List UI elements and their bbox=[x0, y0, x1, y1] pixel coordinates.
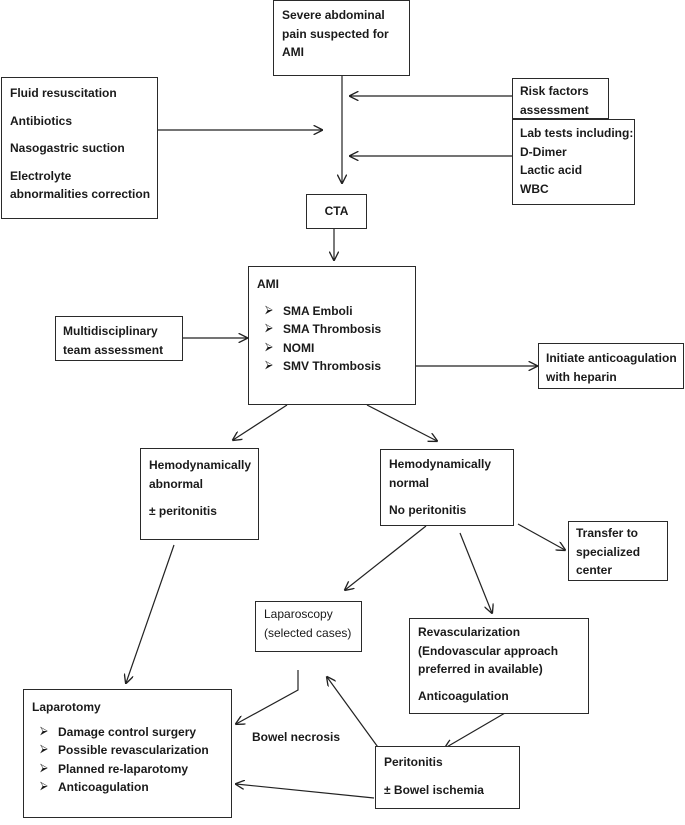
ami-subtype-item: SMA Emboli bbox=[257, 302, 407, 321]
normal-line: Hemodynamically bbox=[389, 457, 492, 471]
hemodynamically-abnormal-box: Hemodynamically abnormal ± peritonitis bbox=[140, 448, 259, 540]
laparotomy-item: Anticoagulation bbox=[32, 778, 223, 797]
lab-line: WBC bbox=[520, 181, 549, 196]
normal-line: normal bbox=[389, 475, 430, 490]
arrow-peritonitis-to-laparotomy bbox=[236, 784, 375, 799]
supportive-item: Electrolyte bbox=[10, 168, 72, 183]
supportive-care-box: Fluid resuscitation Antibiotics Nasogast… bbox=[1, 77, 158, 219]
arrow-peritonitis-to-laparoscopy bbox=[327, 677, 381, 751]
cta-box: CTA bbox=[306, 194, 367, 229]
supportive-item: Fluid resuscitation bbox=[10, 86, 117, 100]
peritonitis-line: ± Bowel ischemia bbox=[384, 782, 484, 797]
risk-line: assessment bbox=[520, 102, 589, 117]
revascularization-box: Revascularization (Endovascular approach… bbox=[409, 618, 589, 714]
anticoagulation-box: Initiate anticoagulation with heparin bbox=[538, 343, 684, 389]
transfer-box: Transfer to specialized center bbox=[568, 521, 668, 581]
risk-line: Risk factors bbox=[520, 84, 589, 98]
risk-factors-box: Risk factors assessment bbox=[512, 78, 609, 119]
arrow-laparoscopy-to-laparotomy bbox=[236, 670, 299, 724]
revasc-line: (Endovascular approach bbox=[418, 643, 559, 658]
start-line: pain suspected for bbox=[282, 26, 389, 41]
laparotomy-item: Damage control surgery bbox=[32, 723, 223, 742]
cta-label: CTA bbox=[324, 204, 349, 218]
lab-tests-box: Lab tests including: D-Dimer Lactic acid… bbox=[512, 119, 635, 205]
laparotomy-item: Possible revascularization bbox=[32, 741, 223, 760]
ami-title: AMI bbox=[257, 277, 279, 291]
ami-subtype-item: SMV Thrombosis bbox=[257, 357, 407, 376]
arrow-normal-to-transfer bbox=[517, 523, 565, 550]
start-box: Severe abdominal pain suspected for AMI bbox=[273, 0, 410, 76]
arrow-ami-to-normal bbox=[366, 404, 437, 441]
peritonitis-line: Peritonitis bbox=[384, 755, 443, 769]
arrow-revasc-to-peritonitis bbox=[445, 712, 506, 748]
ami-box: AMI SMA Emboli SMA Thrombosis NOMI SMV T… bbox=[248, 266, 416, 405]
laparoscopy-line: Laparoscopy bbox=[264, 607, 333, 621]
anticoag-line: Initiate anticoagulation bbox=[546, 351, 677, 365]
laparotomy-item: Planned re-laparotomy bbox=[32, 760, 223, 779]
mdt-box: Multidisciplinary team assessment bbox=[55, 316, 183, 361]
anticoag-line: with heparin bbox=[546, 369, 617, 384]
arrow-ami-to-abnormal bbox=[233, 404, 288, 440]
laparotomy-title: Laparotomy bbox=[32, 700, 101, 714]
start-line: AMI bbox=[282, 45, 304, 60]
arrow-normal-to-revasc bbox=[459, 532, 492, 613]
laparoscopy-box: Laparoscopy (selected cases) bbox=[255, 601, 362, 652]
abnormal-line: Hemodynamically bbox=[149, 458, 252, 472]
transfer-line: center bbox=[576, 563, 613, 578]
arrow-abnormal-to-laparotomy bbox=[126, 544, 175, 683]
hemodynamically-normal-box: Hemodynamically normal No peritonitis bbox=[380, 449, 514, 526]
start-line: Severe abdominal bbox=[282, 8, 385, 22]
arrow-normal-to-laparoscopy bbox=[345, 525, 427, 590]
lab-line: Lactic acid bbox=[520, 163, 583, 178]
laparotomy-box: Laparotomy Damage control surgery Possib… bbox=[23, 689, 232, 818]
laparotomy-list: Damage control surgery Possible revascul… bbox=[32, 723, 223, 797]
lab-line: D-Dimer bbox=[520, 144, 567, 159]
peritonitis-box: Peritonitis ± Bowel ischemia bbox=[375, 746, 520, 809]
laparoscopy-line: (selected cases) bbox=[264, 625, 352, 640]
lab-line: Lab tests including: bbox=[520, 126, 634, 140]
mdt-line: Multidisciplinary bbox=[63, 324, 158, 338]
supportive-item: Nasogastric suction bbox=[10, 141, 125, 156]
revasc-line: preferred in available) bbox=[418, 662, 543, 677]
supportive-item: abnormalities correction bbox=[10, 187, 151, 202]
ami-subtype-list: SMA Emboli SMA Thrombosis NOMI SMV Throm… bbox=[257, 302, 407, 376]
transfer-line: specialized bbox=[576, 544, 641, 559]
transfer-line: Transfer to bbox=[576, 526, 639, 540]
revasc-line: Revascularization bbox=[418, 625, 521, 639]
supportive-item: Antibiotics bbox=[10, 113, 72, 128]
ami-subtype-item: SMA Thrombosis bbox=[257, 320, 407, 339]
mdt-line: team assessment bbox=[63, 342, 164, 357]
abnormal-line: ± peritonitis bbox=[149, 504, 217, 519]
ami-subtype-item: NOMI bbox=[257, 339, 407, 358]
bowel-necrosis-label: Bowel necrosis bbox=[252, 730, 341, 744]
revasc-line: Anticoagulation bbox=[418, 688, 509, 703]
abnormal-line: abnormal bbox=[149, 476, 204, 491]
normal-line: No peritonitis bbox=[389, 503, 467, 518]
